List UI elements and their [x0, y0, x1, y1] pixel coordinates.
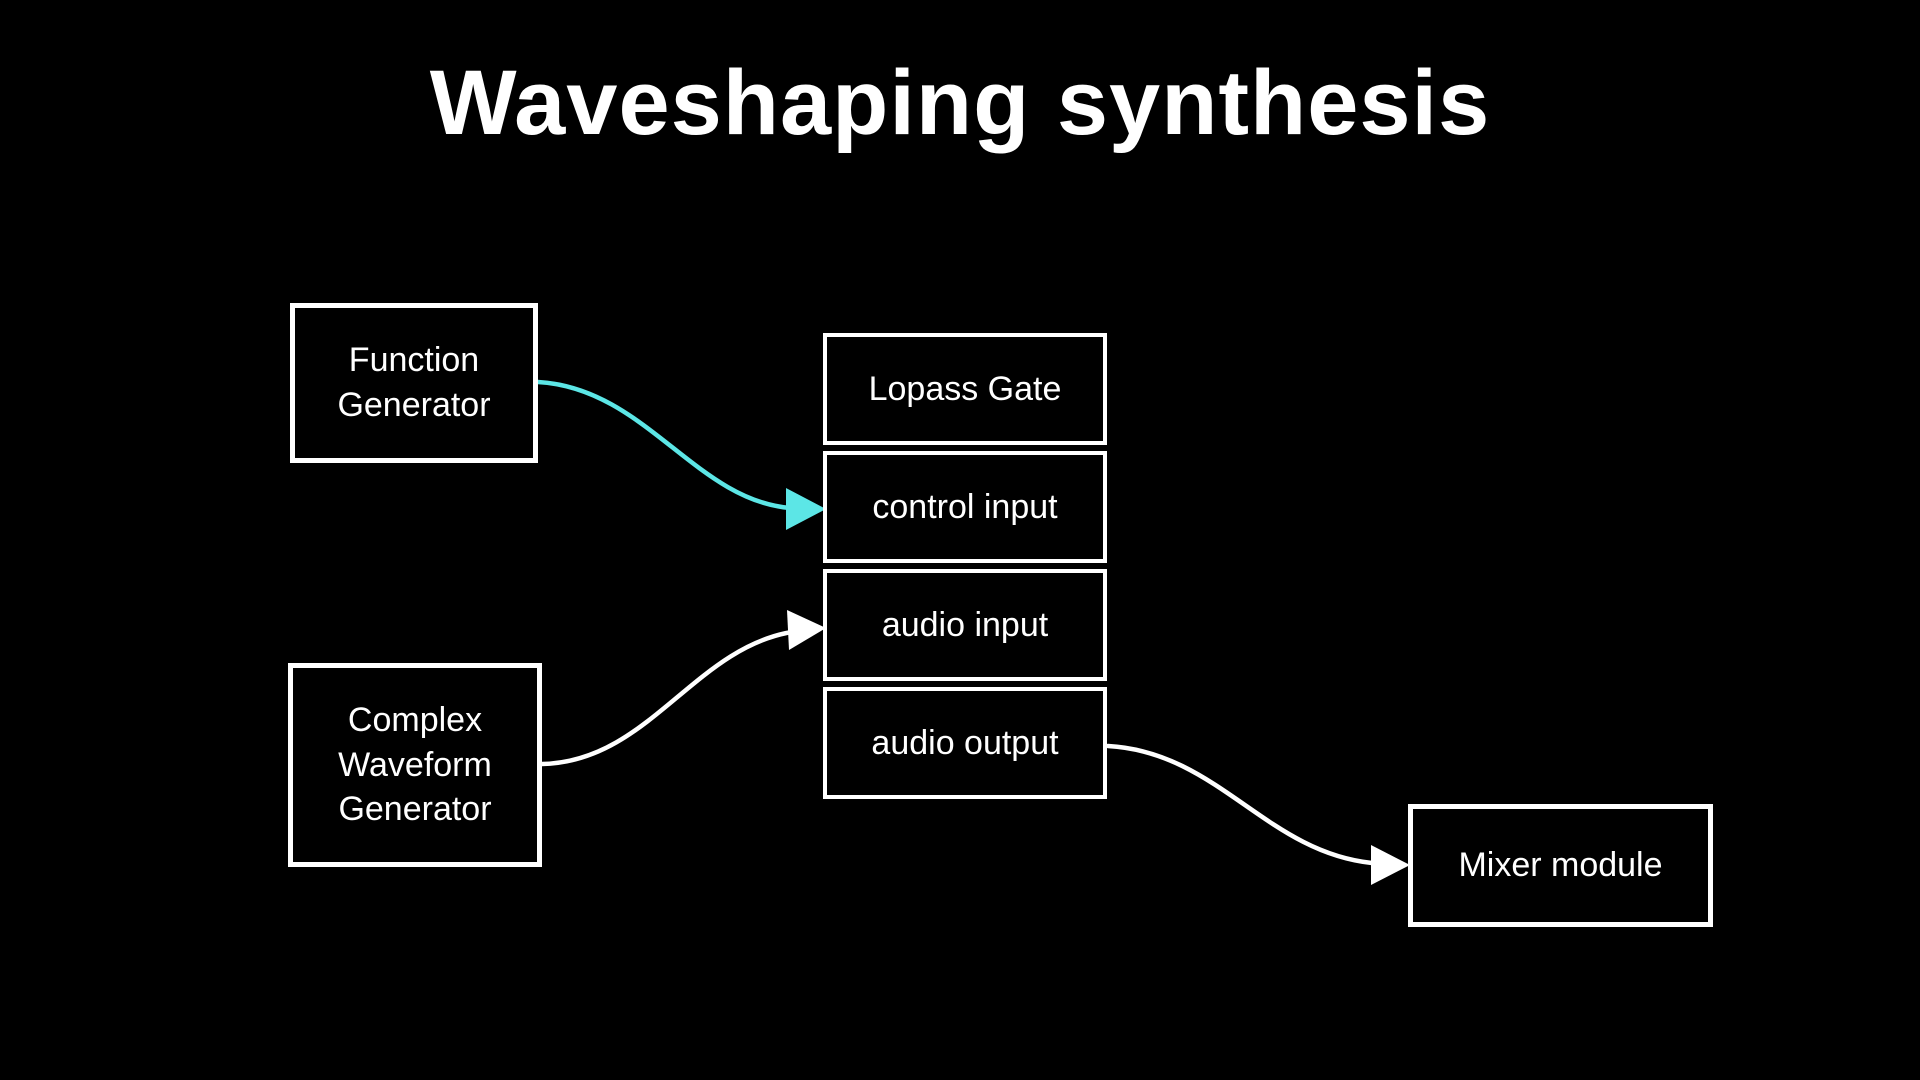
- control-input-box: control input: [823, 451, 1107, 563]
- lopass-gate-stack: Lopass Gate control input audio input au…: [823, 333, 1107, 805]
- control-input-label: control input: [872, 487, 1058, 526]
- connector-cwg-to-audio-input: [539, 629, 795, 767]
- connector-mixer-arrowhead-icon: [1371, 845, 1410, 885]
- connector-fg-to-control-input: [535, 379, 793, 511]
- audio-output-box: audio output: [823, 687, 1107, 799]
- mixer-module-label: Mixer module: [1458, 846, 1663, 885]
- function-generator-label: Function Generator: [337, 341, 491, 424]
- audio-input-box: audio input: [823, 569, 1107, 681]
- connector-audio-output-to-mixer: [1105, 743, 1375, 866]
- function-generator-box: Function Generator: [290, 303, 538, 463]
- complex-waveform-generator-box: Complex Waveform Generator: [288, 663, 542, 867]
- lopass-gate-title-box: Lopass Gate: [823, 333, 1107, 445]
- connector-cwg-arrowhead-icon: [787, 610, 826, 650]
- connector-fg-arrowhead-icon: [786, 488, 826, 530]
- lopass-gate-title-label: Lopass Gate: [868, 369, 1062, 408]
- audio-output-label: audio output: [871, 723, 1059, 762]
- slide-title: Waveshaping synthesis: [429, 52, 1491, 154]
- mixer-module-box: Mixer module: [1408, 804, 1713, 927]
- complex-waveform-generator-label: Complex Waveform Generator: [338, 700, 492, 829]
- audio-input-label: audio input: [881, 605, 1049, 644]
